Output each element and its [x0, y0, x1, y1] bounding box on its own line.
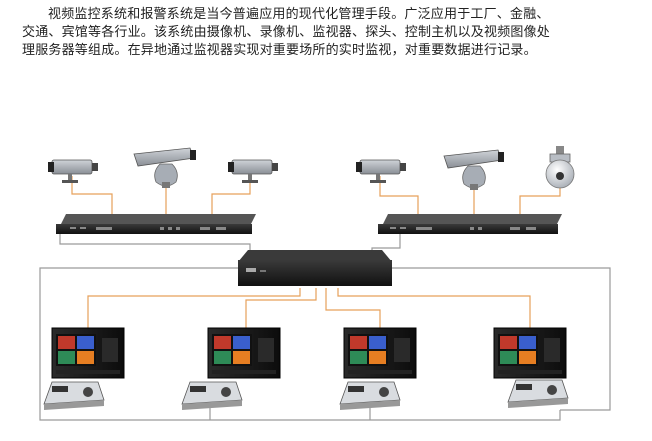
dome-mount-camera-icon [133, 147, 196, 188]
camera-signal-lines [71, 176, 561, 214]
box-camera-icon [48, 159, 98, 183]
intro-line-2: 交通、宾馆等各行业。该系统由摄像机、录像机、监视器、探头、控制主机以及视频图像处 [22, 25, 551, 40]
control-keyboard-2 [181, 381, 243, 410]
monitor-2 [207, 327, 281, 379]
intro-paragraph: 视频监控系统和报警系统是当今普遍应用的现代化管理手段。广泛应用于工厂、金融、 交… [22, 6, 638, 60]
monitor-1 [51, 327, 125, 379]
video-matrix-switch [238, 250, 392, 286]
control-keyboard-1 [43, 381, 105, 410]
dome-mount-camera-icon [443, 149, 504, 190]
control-keyboard-4 [507, 379, 569, 408]
network-lines [39, 232, 611, 421]
control-keyboard-3 [339, 381, 401, 410]
box-camera-icon [228, 159, 278, 183]
monitor-4 [493, 327, 567, 379]
box-camera-icon [356, 159, 406, 183]
dvr-left [56, 214, 256, 234]
dvr-right [378, 214, 562, 234]
ptz-dome-camera-icon [545, 146, 575, 189]
intro-line-3: 理服务器等组成。在异地通过监视器实现对重要场所的实时监视，对重要数据进行记录。 [22, 43, 537, 58]
monitor-3 [343, 327, 417, 379]
monitor-signal-lines [87, 288, 531, 330]
intro-line-1: 视频监控系统和报警系统是当今普遍应用的现代化管理手段。广泛应用于工厂、金融、 [48, 7, 550, 22]
